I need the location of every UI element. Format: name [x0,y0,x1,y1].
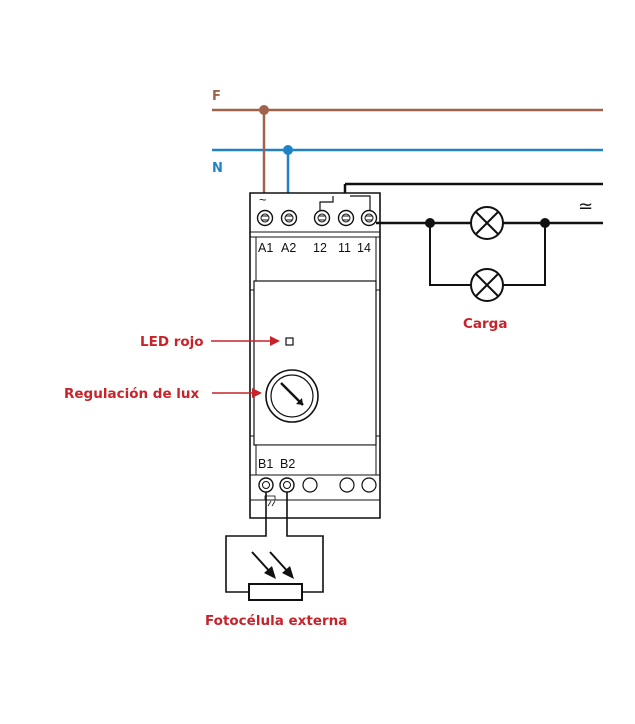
phase-label: F [212,89,221,104]
relay-contact-symbol [319,195,371,210]
terminal-11 [337,209,355,227]
callouts: LED rojo Regulación de lux Carga Fotocél… [64,316,507,629]
terminal-label-a1: A1 [258,241,273,255]
photocell-label: Fotocélula externa [205,613,347,629]
terminal-label-12: 12 [313,241,327,255]
terminal-a1 [256,209,274,227]
bottom-terminal-panel [255,444,377,476]
relay-device: ~ [249,192,381,519]
bottom-terminals [258,477,377,493]
terminal-label-11: 11 [338,241,351,255]
load-label: Carga [463,316,507,332]
supply-symbol: ~ [259,193,266,207]
front-panel [253,280,377,446]
terminal-blank-1 [302,477,318,493]
photocell-mark-icon [264,495,276,507]
light-arrows-icon [251,551,294,579]
led-callout-label: LED rojo [140,334,204,350]
terminal-blank-3 [361,477,377,493]
terminal-12 [313,209,331,227]
top-terminal-panel [255,236,377,282]
terminal-label-b2: B2 [280,457,295,471]
terminal-label-14: 14 [357,241,371,255]
lux-callout-label: Regulación de lux [64,386,200,402]
load-circuit [376,206,603,302]
terminal-label-a2: A2 [281,241,296,255]
lux-knob[interactable] [265,369,319,423]
photoresistor-icon [248,583,303,601]
terminal-b1 [258,477,274,493]
terminal-label-b1: B1 [258,457,273,471]
lamp-icon [470,268,504,302]
ac-symbol: ≃ [578,196,593,217]
top-terminal-labels: A1 A2 12 11 14 [258,241,371,255]
top-terminals [256,209,378,227]
lamp-icon [470,206,504,240]
photocell-circuit [225,492,324,601]
red-led [285,337,294,346]
terminal-b2 [279,477,295,493]
terminal-a2 [280,209,298,227]
photocell-wire [286,492,324,593]
neutral-label: N [212,161,223,176]
terminal-14 [360,209,378,227]
photocell-wire [225,492,267,593]
supply-lines: F N [212,89,603,208]
terminal-blank-2 [339,477,355,493]
